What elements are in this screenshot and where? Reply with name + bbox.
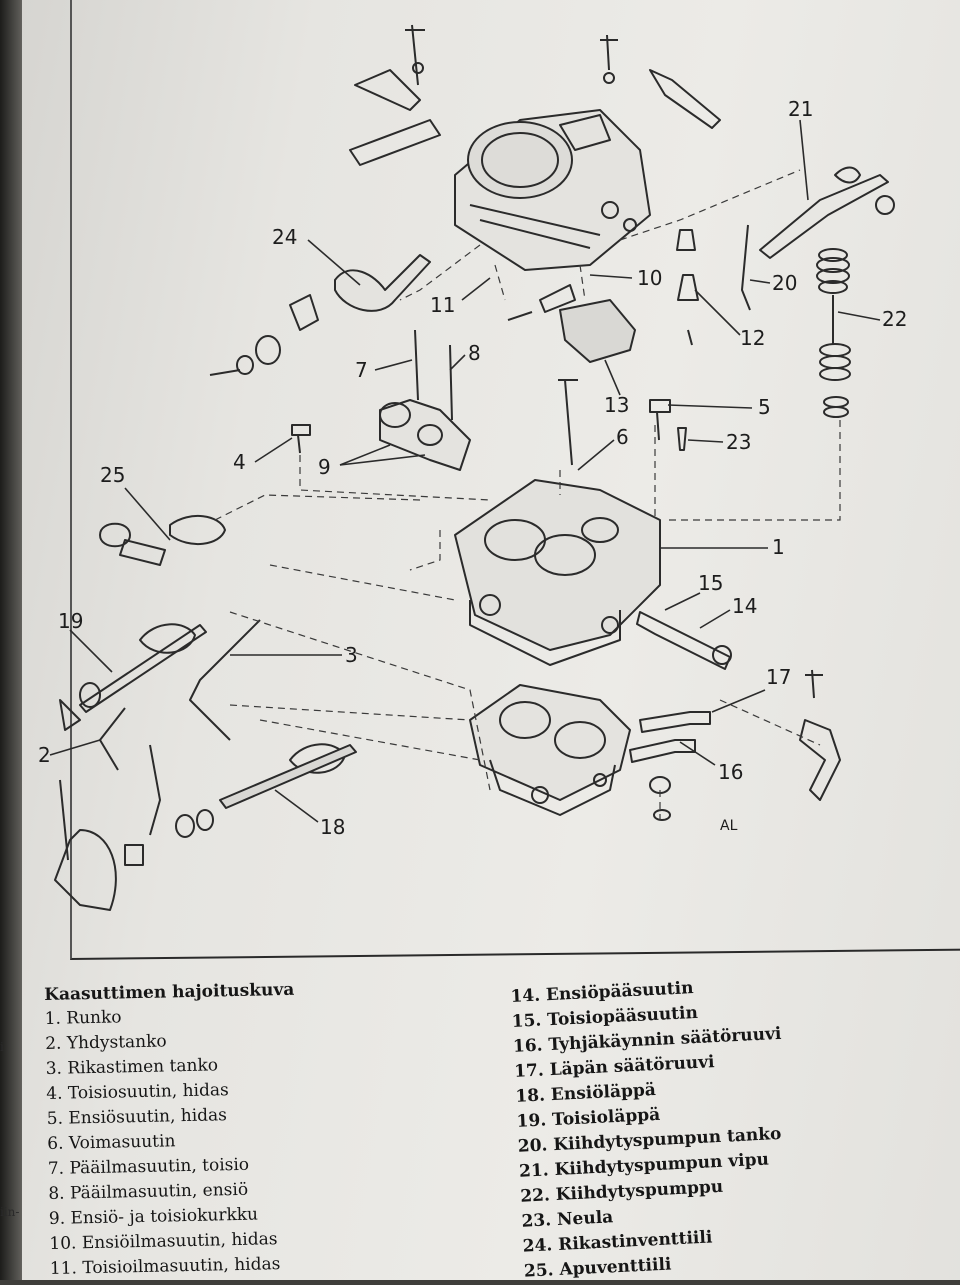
callout-25: 25 (100, 463, 125, 487)
callout-17: 17 (766, 665, 791, 689)
callout-2: 2 (38, 743, 51, 767)
callout-5: 5 (758, 395, 771, 419)
callout-21: 21 (788, 97, 813, 121)
callout-18: 18 (320, 815, 345, 839)
legend-column-1: Kaasuttimen hajoituskuva 1. Runko 2. Yhd… (44, 980, 300, 1282)
callout-1: 1 (772, 535, 785, 559)
callout-12: 12 (740, 326, 765, 350)
callout-14: 14 (732, 594, 757, 618)
edge-text: i (0, 1040, 4, 1054)
callout-22: 22 (882, 307, 907, 331)
callout-24: 24 (272, 225, 297, 249)
callout-10: 10 (637, 266, 662, 290)
callout-4: 4 (233, 450, 246, 474)
air-horn-part (454, 109, 651, 271)
carburetor-exploded-diagram: 21 24 20 22 10 11 12 7 8 13 5 6 23 4 9 2… (38, 24, 907, 911)
callout-13: 13 (604, 393, 629, 417)
callout-3: 3 (345, 643, 358, 667)
figure-credit: AL (720, 818, 738, 834)
main-body-part (454, 479, 661, 666)
callout-20: 20 (772, 271, 797, 295)
callout-8: 8 (468, 341, 481, 365)
legend-item: 11. Toisioilmasuutin, hidas (49, 1254, 281, 1279)
callout-6: 6 (616, 425, 629, 449)
legend-title: Kaasuttimen hajoituskuva (44, 979, 295, 1005)
callout-numbers: 21 24 20 22 10 11 12 7 8 13 5 6 23 4 9 2… (38, 97, 907, 839)
callout-19: 19 (58, 609, 83, 633)
legend-column-2: 14. Ensiöpääsuutin 15. Toisiopääsuutin 1… (510, 972, 793, 1285)
callout-11: 11 (430, 293, 455, 317)
edge-text: iin- (0, 1205, 20, 1219)
callout-23: 23 (726, 430, 751, 454)
pump-spring (816, 248, 851, 418)
callout-9: 9 (318, 455, 331, 479)
callout-15: 15 (698, 571, 723, 595)
callout-16: 16 (718, 760, 743, 784)
callout-7: 7 (355, 358, 368, 382)
throttle-body-part (469, 684, 631, 816)
